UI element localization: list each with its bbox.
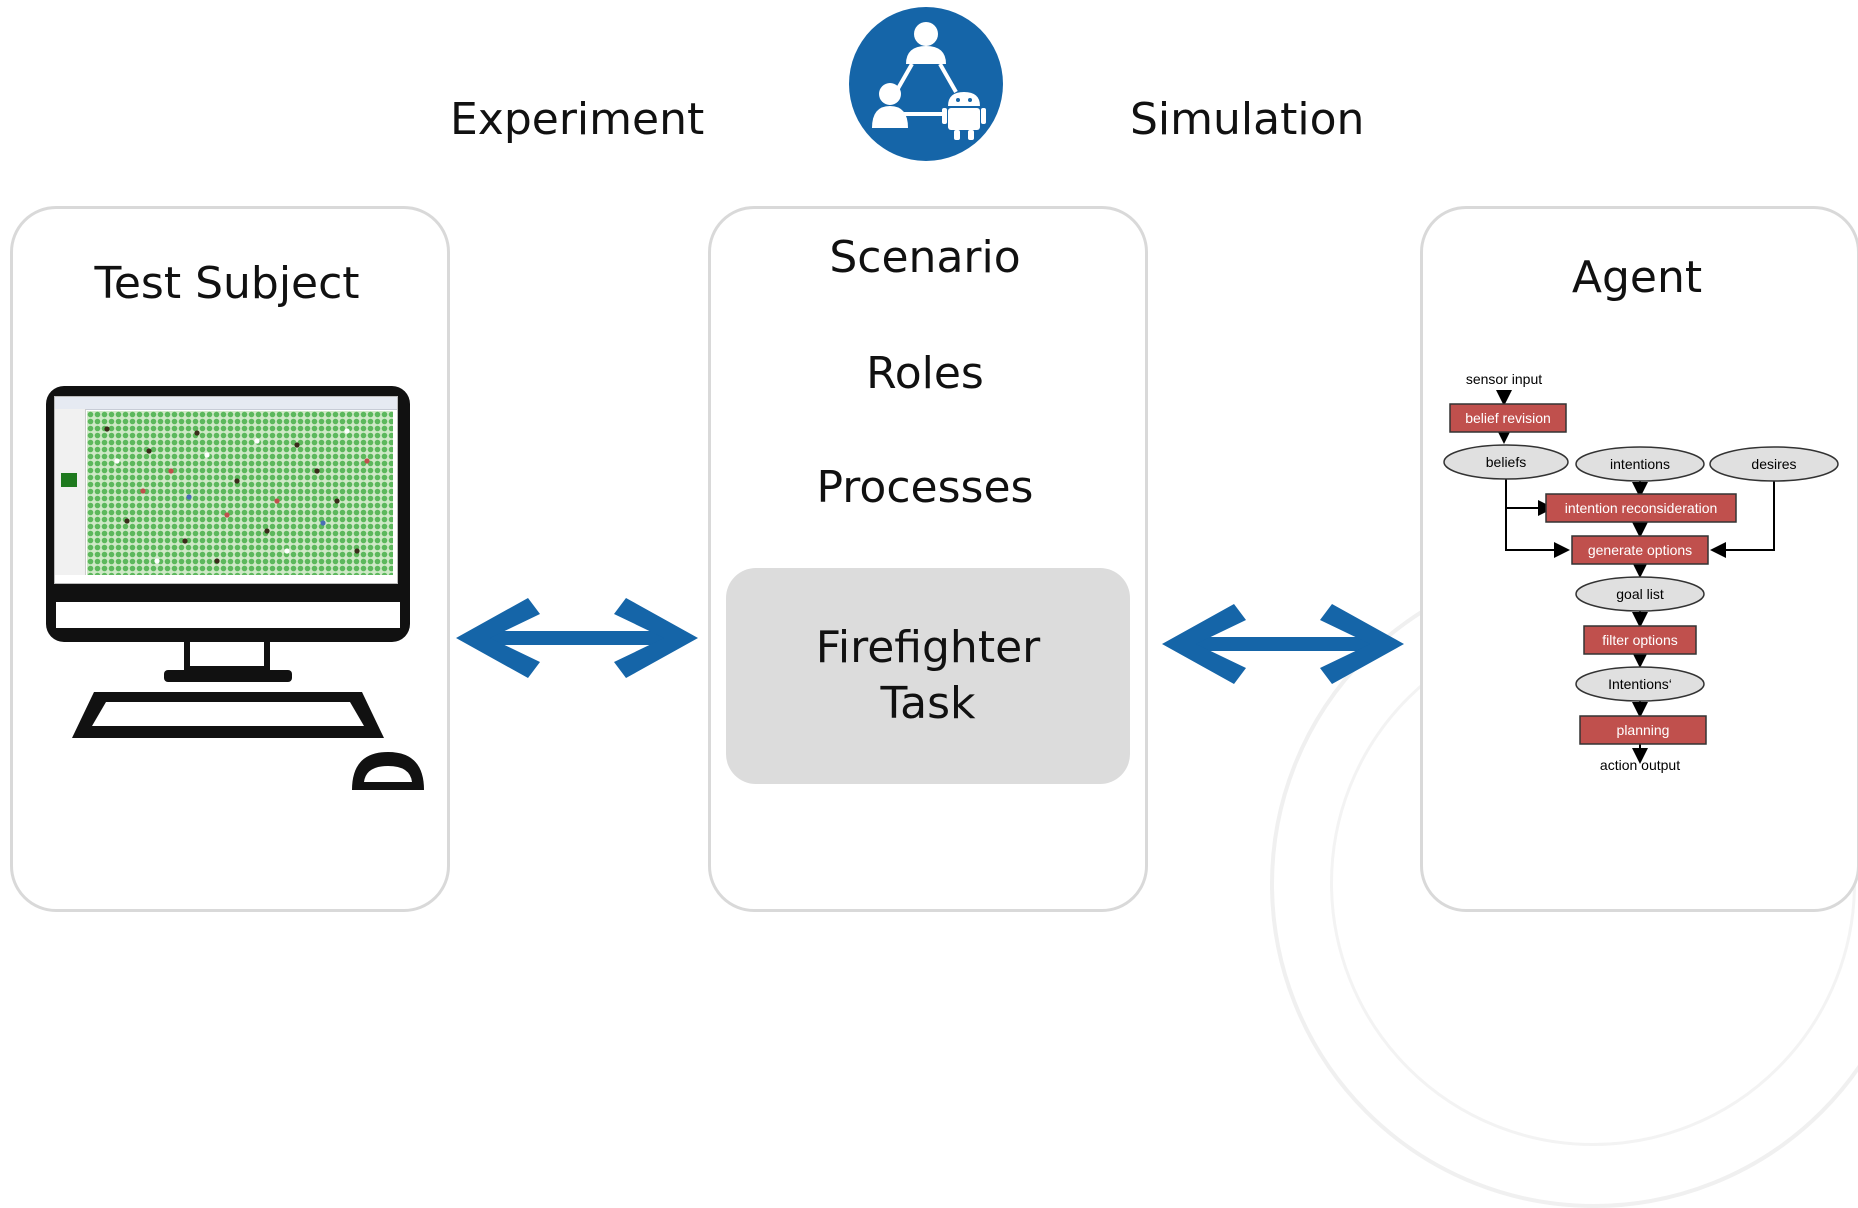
intentions-label: intentions — [1610, 456, 1670, 472]
roles-item: Roles — [866, 348, 984, 399]
goal-list-ellipse — [1575, 576, 1705, 612]
firefighter-grid — [87, 411, 393, 575]
screen-sidebar — [55, 409, 86, 575]
intentions-prime-label: Intentions‘ — [1608, 676, 1672, 692]
filter-options-box — [1583, 625, 1697, 655]
desires-ellipse — [1709, 446, 1839, 482]
intention-reconsideration-box — [1545, 493, 1737, 523]
intention-reconsideration-label: intention reconsideration — [1565, 500, 1718, 516]
task-line-2: Task — [880, 678, 976, 729]
belief-revision-label: belief revision — [1465, 410, 1551, 426]
intentions-ellipse — [1575, 446, 1705, 482]
screen-titlebar — [55, 397, 397, 410]
beliefs-label: beliefs — [1486, 454, 1526, 470]
left-bidirectional-arrow-icon — [456, 598, 698, 678]
firefighter-task-box: Firefighter Task — [726, 568, 1130, 784]
planning-label: planning — [1617, 722, 1670, 738]
agent-title: Agent — [1571, 252, 1703, 303]
beliefs-ellipse — [1443, 444, 1569, 480]
sensor-input-label: sensor input — [1466, 371, 1542, 387]
processes-item: Processes — [816, 462, 1034, 513]
generate-options-label: generate options — [1588, 542, 1692, 558]
action-output-label: action output — [1600, 757, 1680, 773]
simulation-label: Simulation — [1130, 94, 1365, 145]
desires-label: desires — [1751, 456, 1796, 472]
simulation-screen — [54, 396, 398, 584]
task-line-1: Firefighter — [815, 622, 1041, 673]
generate-options-box — [1571, 535, 1709, 565]
intentions-prime-ellipse — [1575, 666, 1705, 702]
right-bidirectional-arrow-icon — [1162, 604, 1404, 684]
test-subject-title: Test Subject — [94, 258, 360, 309]
bdi-agent-flowchart: sensor input belief revision beliefs int… — [1443, 371, 1839, 773]
filter-options-label: filter options — [1602, 632, 1677, 648]
people-android-network-icon — [849, 7, 1003, 161]
goal-list-label: goal list — [1616, 586, 1664, 602]
planning-box — [1579, 715, 1707, 745]
experiment-label: Experiment — [450, 94, 705, 145]
belief-revision-box — [1449, 403, 1567, 433]
scenario-item: Scenario — [829, 232, 1021, 283]
scenario-panel — [708, 206, 1148, 912]
